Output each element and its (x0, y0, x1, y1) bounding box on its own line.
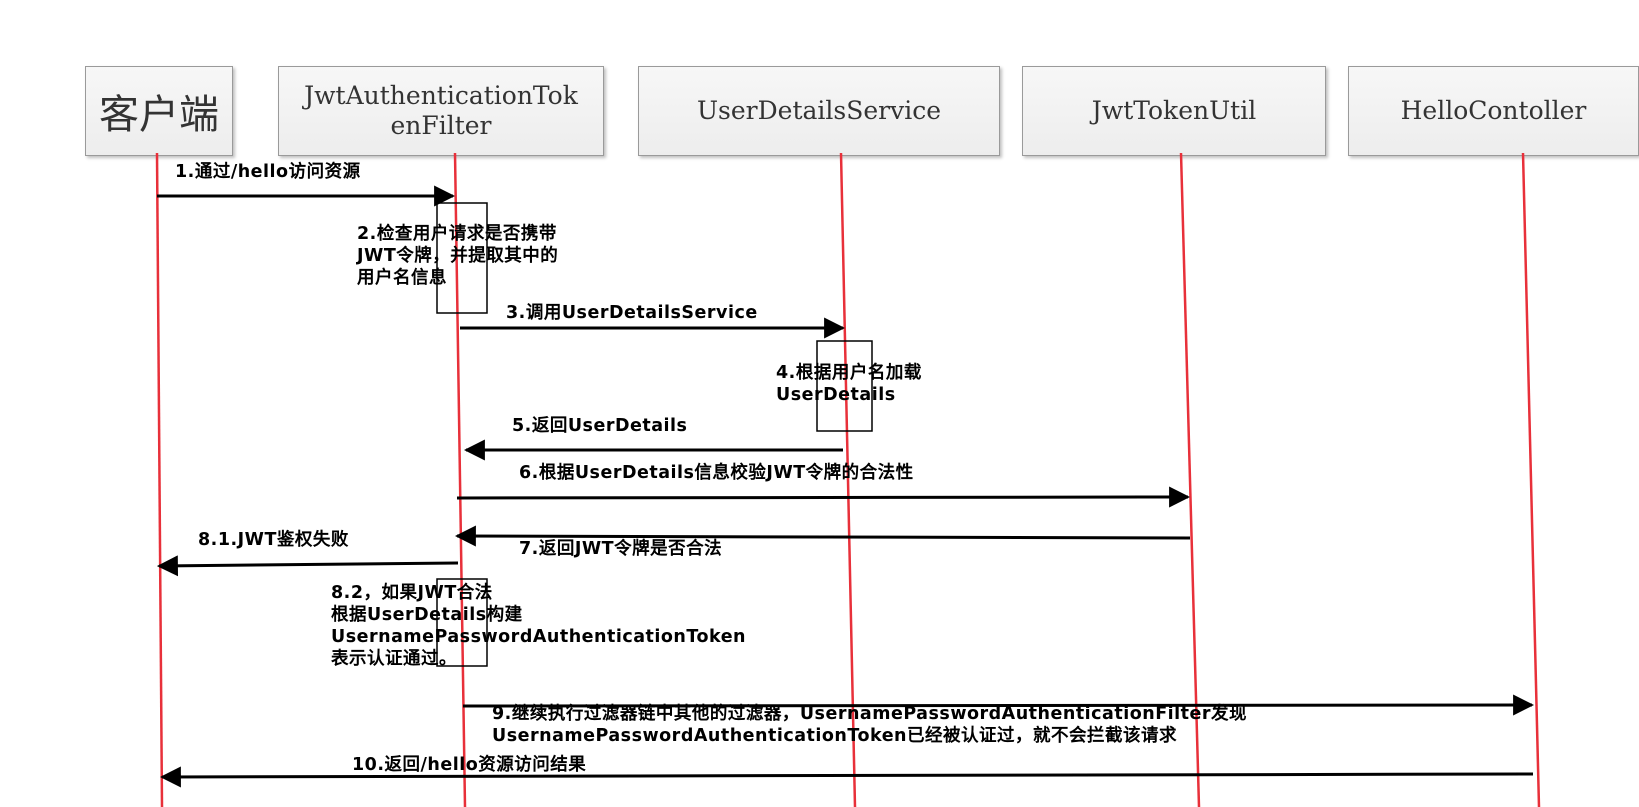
actor-hello-controller-label: HelloContoller (1400, 96, 1587, 125)
message-7: 7.返回JWT令牌是否合法 (519, 539, 723, 559)
actor-jwt-token-util: JwtTokenUtil (1022, 66, 1326, 156)
actor-jwt-filter: JwtAuthenticationTok enFilter (278, 66, 604, 156)
actor-user-details-service: UserDetailsService (638, 66, 1000, 156)
arrow-9 (462, 694, 1535, 716)
message-9: 9.继续执行过滤器链中其他的过滤器，UsernamePasswordAuthen… (492, 704, 1248, 746)
arrow-8-1 (156, 555, 459, 577)
actor-client: 客户端 (85, 66, 233, 156)
actor-jwt-token-util-label: JwtTokenUtil (1091, 96, 1257, 125)
message-5: 5.返回UserDetails (512, 416, 688, 436)
message-8-2: 8.2，如果JWT合法 根据UserDetails构建 UsernamePass… (331, 583, 747, 669)
activation-box-build-token (436, 578, 488, 667)
lifeline-jwt-filter (453, 152, 467, 807)
lifeline-user-details-service (839, 152, 857, 807)
lifeline-client (155, 152, 164, 807)
message-6: 6.根据UserDetails信息校验JWT令牌的合法性 (519, 463, 914, 483)
message-1: 1.通过/hello访问资源 (175, 162, 361, 182)
arrow-7 (454, 525, 1191, 547)
lifeline-hello-controller (1521, 152, 1541, 807)
activation-box-check-token (436, 202, 488, 314)
message-10: 10.返回/hello资源访问结果 (352, 755, 587, 775)
arrow-6 (456, 486, 1191, 508)
actor-jwt-filter-label: JwtAuthenticationTok enFilter (304, 81, 578, 140)
message-2: 2.检查用户请求是否携带 JWT令牌，并提取其中的 用户名信息 (357, 224, 559, 288)
lifeline-jwt-token-util (1179, 152, 1201, 807)
actor-user-details-service-label: UserDetailsService (696, 96, 942, 125)
message-4: 4.根据用户名加载 UserDetails (776, 363, 922, 405)
message-8-1: 8.1.JWT鉴权失败 (198, 530, 349, 550)
arrow-10 (159, 766, 1534, 788)
actor-hello-controller: HelloContoller (1348, 66, 1639, 156)
message-3: 3.调用UserDetailsService (506, 303, 758, 323)
activation-box-load-user (816, 340, 873, 432)
actor-client-label: 客户端 (99, 92, 219, 138)
